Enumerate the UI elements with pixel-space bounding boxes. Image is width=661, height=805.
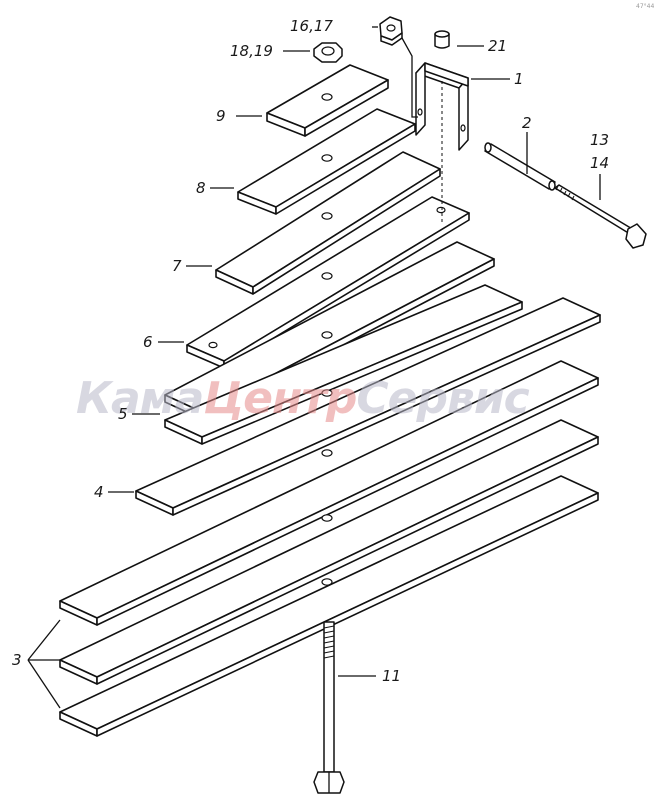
nut-16-17 [379,16,403,46]
leaf-3b [135,297,601,516]
watermark-part1: Кама [76,373,203,424]
label-14: 14 [590,154,609,172]
corner-mark: 47°44 [636,3,654,10]
leaf-3a [59,360,599,626]
label-3: 3 [12,651,22,669]
watermark-part3: Сервис [356,373,529,424]
label-8: 8 [196,179,206,197]
label-11: 11 [382,667,401,685]
label-16-17: 16,17 [290,17,333,35]
label-9: 9 [216,107,226,125]
leaf-4 [164,284,523,445]
label-7: 7 [172,257,182,275]
label-2: 2 [522,114,532,132]
label-18-19: 18,19 [230,42,273,60]
pin-21 [434,30,450,49]
sleeve-2 [484,142,556,191]
label-6: 6 [143,333,153,351]
watermark: КамаЦентрСервис [76,373,530,424]
label-13: 13 [590,131,609,149]
bolt-13-14 [554,184,647,249]
leaf-3c [59,419,599,685]
leaf-7 [215,151,441,295]
spring-clamp [415,62,469,151]
leaf-8 [237,108,416,215]
leaf-3d [59,475,599,737]
nut-16-17-leader [401,37,418,118]
leaf-6 [186,196,470,369]
leader-lines [27,26,601,709]
bolt-11 [313,621,345,794]
nut-18-19 [313,42,343,63]
label-5: 5 [118,405,128,423]
watermark-part2: Центр [203,373,356,424]
label-1: 1 [514,70,524,88]
label-21: 21 [488,37,507,55]
leaf-9 [266,64,389,137]
label-4: 4 [94,483,104,501]
